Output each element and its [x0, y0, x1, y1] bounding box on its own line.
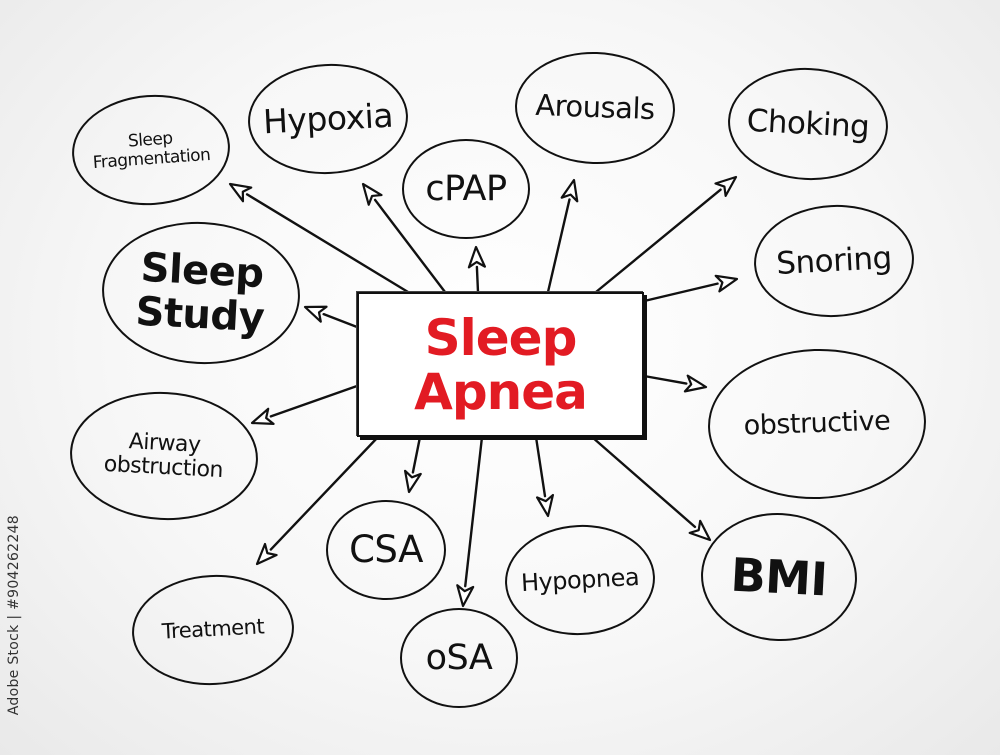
connector-arrow-cpap: [467, 245, 486, 294]
connector-arrow-sleep-fragmentation: [228, 182, 410, 294]
central-topic-box: Sleep Apnea: [357, 292, 644, 437]
connector-arrow-csa: [403, 435, 422, 494]
node-label: obstructive: [743, 405, 891, 442]
node-label: Snoring: [775, 239, 893, 282]
central-topic-line-1: Sleep: [424, 308, 578, 367]
connector-line: [638, 282, 719, 304]
connector-line: [373, 198, 447, 294]
node-label: Treatment: [161, 614, 265, 645]
connector-line: [464, 435, 484, 588]
connector-line: [546, 198, 571, 294]
connector-arrow-osa: [456, 435, 484, 608]
connector-arrow-treatment: [255, 435, 380, 566]
connector-line: [322, 312, 359, 329]
connector-line: [534, 435, 547, 498]
node-label: Choking: [745, 102, 871, 146]
arrowhead-icon: [456, 584, 475, 608]
arrowhead-icon: [683, 374, 708, 393]
connector-line: [642, 374, 688, 385]
central-topic-title: Sleep Apnea: [414, 308, 588, 421]
connector-line: [269, 384, 359, 418]
connector-arrow-choking: [594, 175, 738, 294]
connector-line: [594, 188, 722, 294]
node-label: obstruction: [103, 451, 224, 484]
node-label: cPAP: [425, 168, 507, 209]
node-label: Study: [134, 288, 266, 342]
arrowhead-icon: [250, 407, 275, 425]
connector-line: [245, 193, 410, 294]
connector-arrow-sleep-study: [303, 305, 359, 329]
stock-watermark: Adobe Stock | #904262248: [6, 515, 22, 716]
central-topic-line-2: Apnea: [414, 362, 588, 421]
arrowhead-icon: [303, 305, 328, 323]
node-label: oSA: [425, 637, 493, 678]
connector-arrow-airway-obstruction: [250, 384, 359, 425]
arrowhead-icon: [535, 493, 555, 518]
connector-line: [590, 435, 697, 529]
node-label: Arousals: [534, 87, 656, 127]
node-csa: CSA: [326, 500, 446, 600]
node-label: CSA: [349, 527, 423, 571]
connector-line: [475, 265, 480, 294]
connector-arrow-hypoxia: [361, 182, 447, 294]
connector-line: [411, 435, 422, 474]
node-label: Hypopnea: [520, 562, 640, 597]
arrowhead-icon: [255, 542, 278, 566]
arrowhead-icon: [714, 175, 738, 197]
connector-arrow-arousals: [546, 178, 579, 294]
arrowhead-icon: [688, 519, 712, 542]
arrowhead-icon: [714, 274, 739, 293]
arrowhead-icon: [228, 182, 253, 203]
connector-line: [269, 435, 380, 551]
arrowhead-icon: [467, 245, 486, 269]
node-osa: oSA: [400, 608, 518, 708]
connector-arrow-hypopnea: [534, 435, 555, 518]
node-label: Hypoxia: [262, 95, 394, 142]
arrowhead-icon: [403, 469, 422, 494]
node-label: BMI: [729, 547, 829, 607]
arrowhead-icon: [361, 182, 383, 206]
connector-arrow-bmi: [590, 435, 712, 542]
connector-arrow-snoring: [638, 274, 739, 304]
connector-arrow-obstructive: [642, 374, 708, 393]
arrowhead-icon: [560, 178, 579, 203]
node-cpap: cPAP: [402, 139, 530, 239]
